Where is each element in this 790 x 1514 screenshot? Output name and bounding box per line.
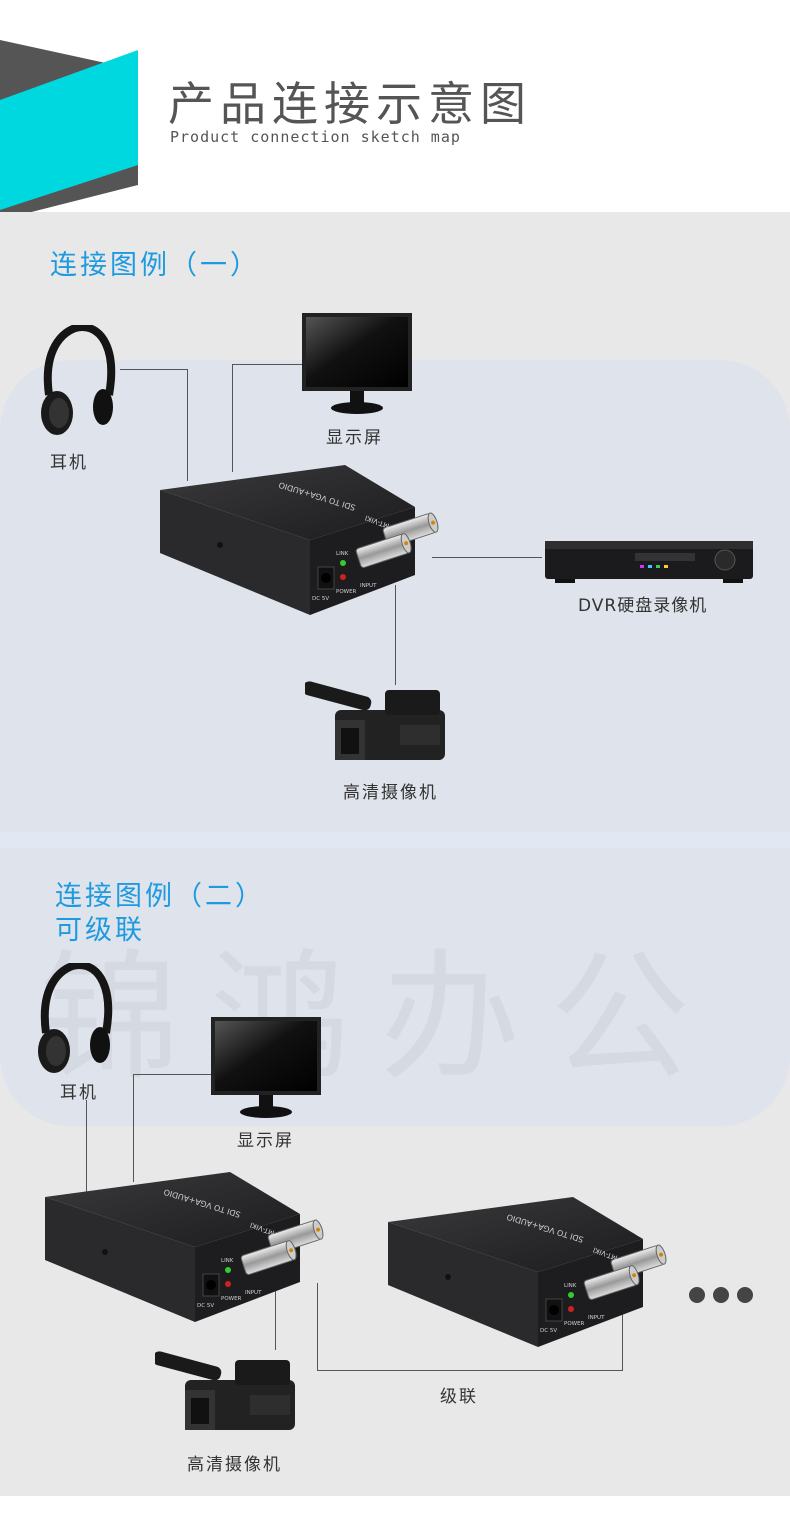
led-link-label: LINK (336, 551, 349, 557)
headphones-label: 耳机 (60, 1083, 98, 1103)
headphones-icon (37, 325, 117, 440)
diagram-2-title: 连接图例（二） (55, 881, 265, 912)
monitor-icon (211, 1017, 321, 1119)
led-power-label: POWER (221, 1296, 242, 1302)
dc-label: DC 5V (197, 1303, 214, 1309)
led-power-label: POWER (564, 1321, 585, 1327)
led-power-label: POWER (336, 589, 357, 595)
input-label: INPUT (360, 583, 377, 589)
dvr-icon (545, 541, 753, 583)
cascaded-converter-device-image: SDI TO VGA+AUDIO MT-VIKI LINK POWER INPU… (388, 1197, 668, 1347)
page-subtitle: Product connection sketch map (170, 128, 461, 146)
input-label: INPUT (245, 1290, 262, 1296)
monitor-icon (302, 313, 412, 415)
page-title: 产品连接示意图 (168, 77, 532, 131)
converter-device-image: SDI TO VGA+AUDIO MT-VIKI LINK POWER INPU… (160, 465, 440, 615)
diagram-2-subtitle: 可级联 (55, 915, 145, 946)
headphones-icon (34, 963, 114, 1078)
watermark-text: 锦鸿办公 (40, 937, 721, 1100)
cascade-label: 级联 (440, 1387, 478, 1407)
dvr-label: DVR硬盘录像机 (578, 596, 708, 616)
camera-icon (305, 670, 450, 770)
camera-label: 高清摄像机 (187, 1455, 282, 1475)
dc-label: DC 5V (540, 1328, 557, 1334)
dc-label: DC 5V (312, 596, 329, 602)
diagram-1-title: 连接图例（一） (50, 250, 260, 281)
input-label: INPUT (588, 1315, 605, 1321)
monitor-label: 显示屏 (326, 428, 383, 448)
camera-label: 高清摄像机 (343, 783, 438, 803)
led-link-label: LINK (221, 1258, 234, 1264)
converter-device-image: SDI TO VGA+AUDIO MT-VIKI LINK POWER INPU… (45, 1172, 325, 1322)
led-link-label: LINK (564, 1283, 577, 1289)
header-ribbon-graphic (0, 40, 138, 220)
monitor-label: 显示屏 (237, 1131, 294, 1151)
more-devices-ellipsis-icon (689, 1287, 753, 1303)
camera-icon (155, 1340, 300, 1440)
headphones-label: 耳机 (50, 453, 88, 473)
